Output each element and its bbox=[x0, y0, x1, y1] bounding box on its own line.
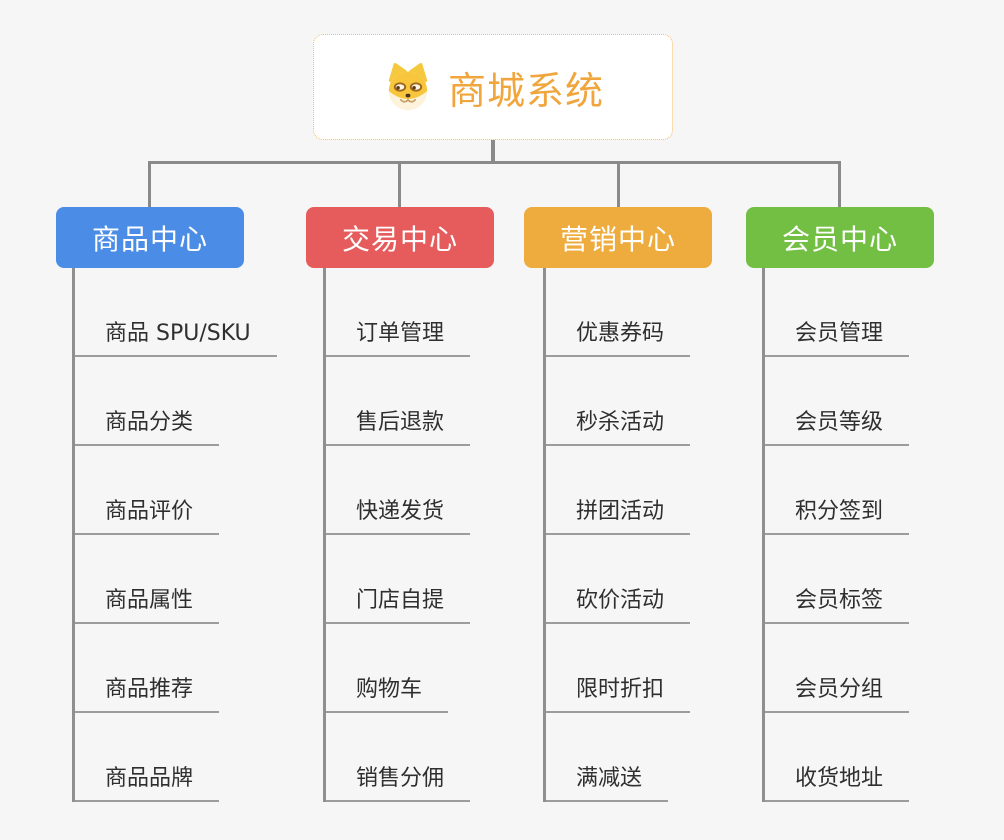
branch-spine bbox=[72, 268, 75, 802]
root-topic[interactable]: 商城系统 bbox=[313, 34, 673, 140]
branch-spine bbox=[762, 268, 765, 802]
branch-node-product-center[interactable]: 商品中心 bbox=[56, 207, 244, 268]
drop-connector-2 bbox=[398, 163, 401, 207]
leaf-node[interactable]: 商品评价 bbox=[72, 497, 220, 535]
root-stem-connector bbox=[491, 140, 495, 164]
leaf-node[interactable]: 商品分类 bbox=[72, 408, 220, 446]
leaf-node[interactable]: 会员等级 bbox=[762, 408, 910, 446]
leaf-node[interactable]: 满减送 bbox=[543, 764, 669, 802]
branch-column-marketing: 优惠券码 秒杀活动 拼团活动 砍价活动 限时折扣 满减送 bbox=[543, 268, 691, 802]
leaf-node[interactable]: 快递发货 bbox=[323, 497, 471, 535]
leaf-node[interactable]: 会员分组 bbox=[762, 675, 910, 713]
leaf-node[interactable]: 订单管理 bbox=[323, 319, 471, 357]
leaf-node[interactable]: 砍价活动 bbox=[543, 586, 691, 624]
branch-column-member: 会员管理 会员等级 积分签到 会员标签 会员分组 收货地址 bbox=[762, 268, 910, 802]
leaf-node[interactable]: 收货地址 bbox=[762, 764, 910, 802]
doge-icon bbox=[388, 63, 428, 111]
leaf-node[interactable]: 优惠券码 bbox=[543, 319, 691, 357]
leaf-node[interactable]: 秒杀活动 bbox=[543, 408, 691, 446]
branch-node-marketing-center[interactable]: 营销中心 bbox=[524, 207, 712, 268]
leaf-node[interactable]: 商品推荐 bbox=[72, 675, 220, 713]
leaf-node[interactable]: 限时折扣 bbox=[543, 675, 691, 713]
leaf-node[interactable]: 积分签到 bbox=[762, 497, 910, 535]
branch-spine bbox=[323, 268, 326, 802]
leaf-node[interactable]: 拼团活动 bbox=[543, 497, 691, 535]
leaf-node[interactable]: 售后退款 bbox=[323, 408, 471, 446]
branch-node-member-center[interactable]: 会员中心 bbox=[746, 207, 934, 268]
leaf-node[interactable]: 门店自提 bbox=[323, 586, 471, 624]
leaf-node[interactable]: 商品 SPU/SKU bbox=[72, 319, 277, 357]
root-title: 商城系统 bbox=[447, 68, 604, 113]
leaf-node[interactable]: 销售分佣 bbox=[323, 764, 471, 802]
leaf-node[interactable]: 会员管理 bbox=[762, 319, 910, 357]
leaf-node[interactable]: 会员标签 bbox=[762, 586, 910, 624]
branch-node-trade-center[interactable]: 交易中心 bbox=[306, 207, 494, 268]
branch-column-product: 商品 SPU/SKU 商品分类 商品评价 商品属性 商品推荐 商品品牌 bbox=[72, 268, 277, 802]
drop-connector-1 bbox=[148, 163, 151, 207]
branch-column-trade: 订单管理 售后退款 快递发货 门店自提 购物车 销售分佣 bbox=[323, 268, 471, 802]
branch-spine bbox=[543, 268, 546, 802]
drop-connector-3 bbox=[617, 163, 620, 207]
leaf-node[interactable]: 购物车 bbox=[323, 675, 449, 713]
drop-connector-4 bbox=[838, 163, 841, 207]
branch-rail-connector bbox=[148, 161, 841, 164]
leaf-node[interactable]: 商品属性 bbox=[72, 586, 220, 624]
leaf-node[interactable]: 商品品牌 bbox=[72, 764, 220, 802]
